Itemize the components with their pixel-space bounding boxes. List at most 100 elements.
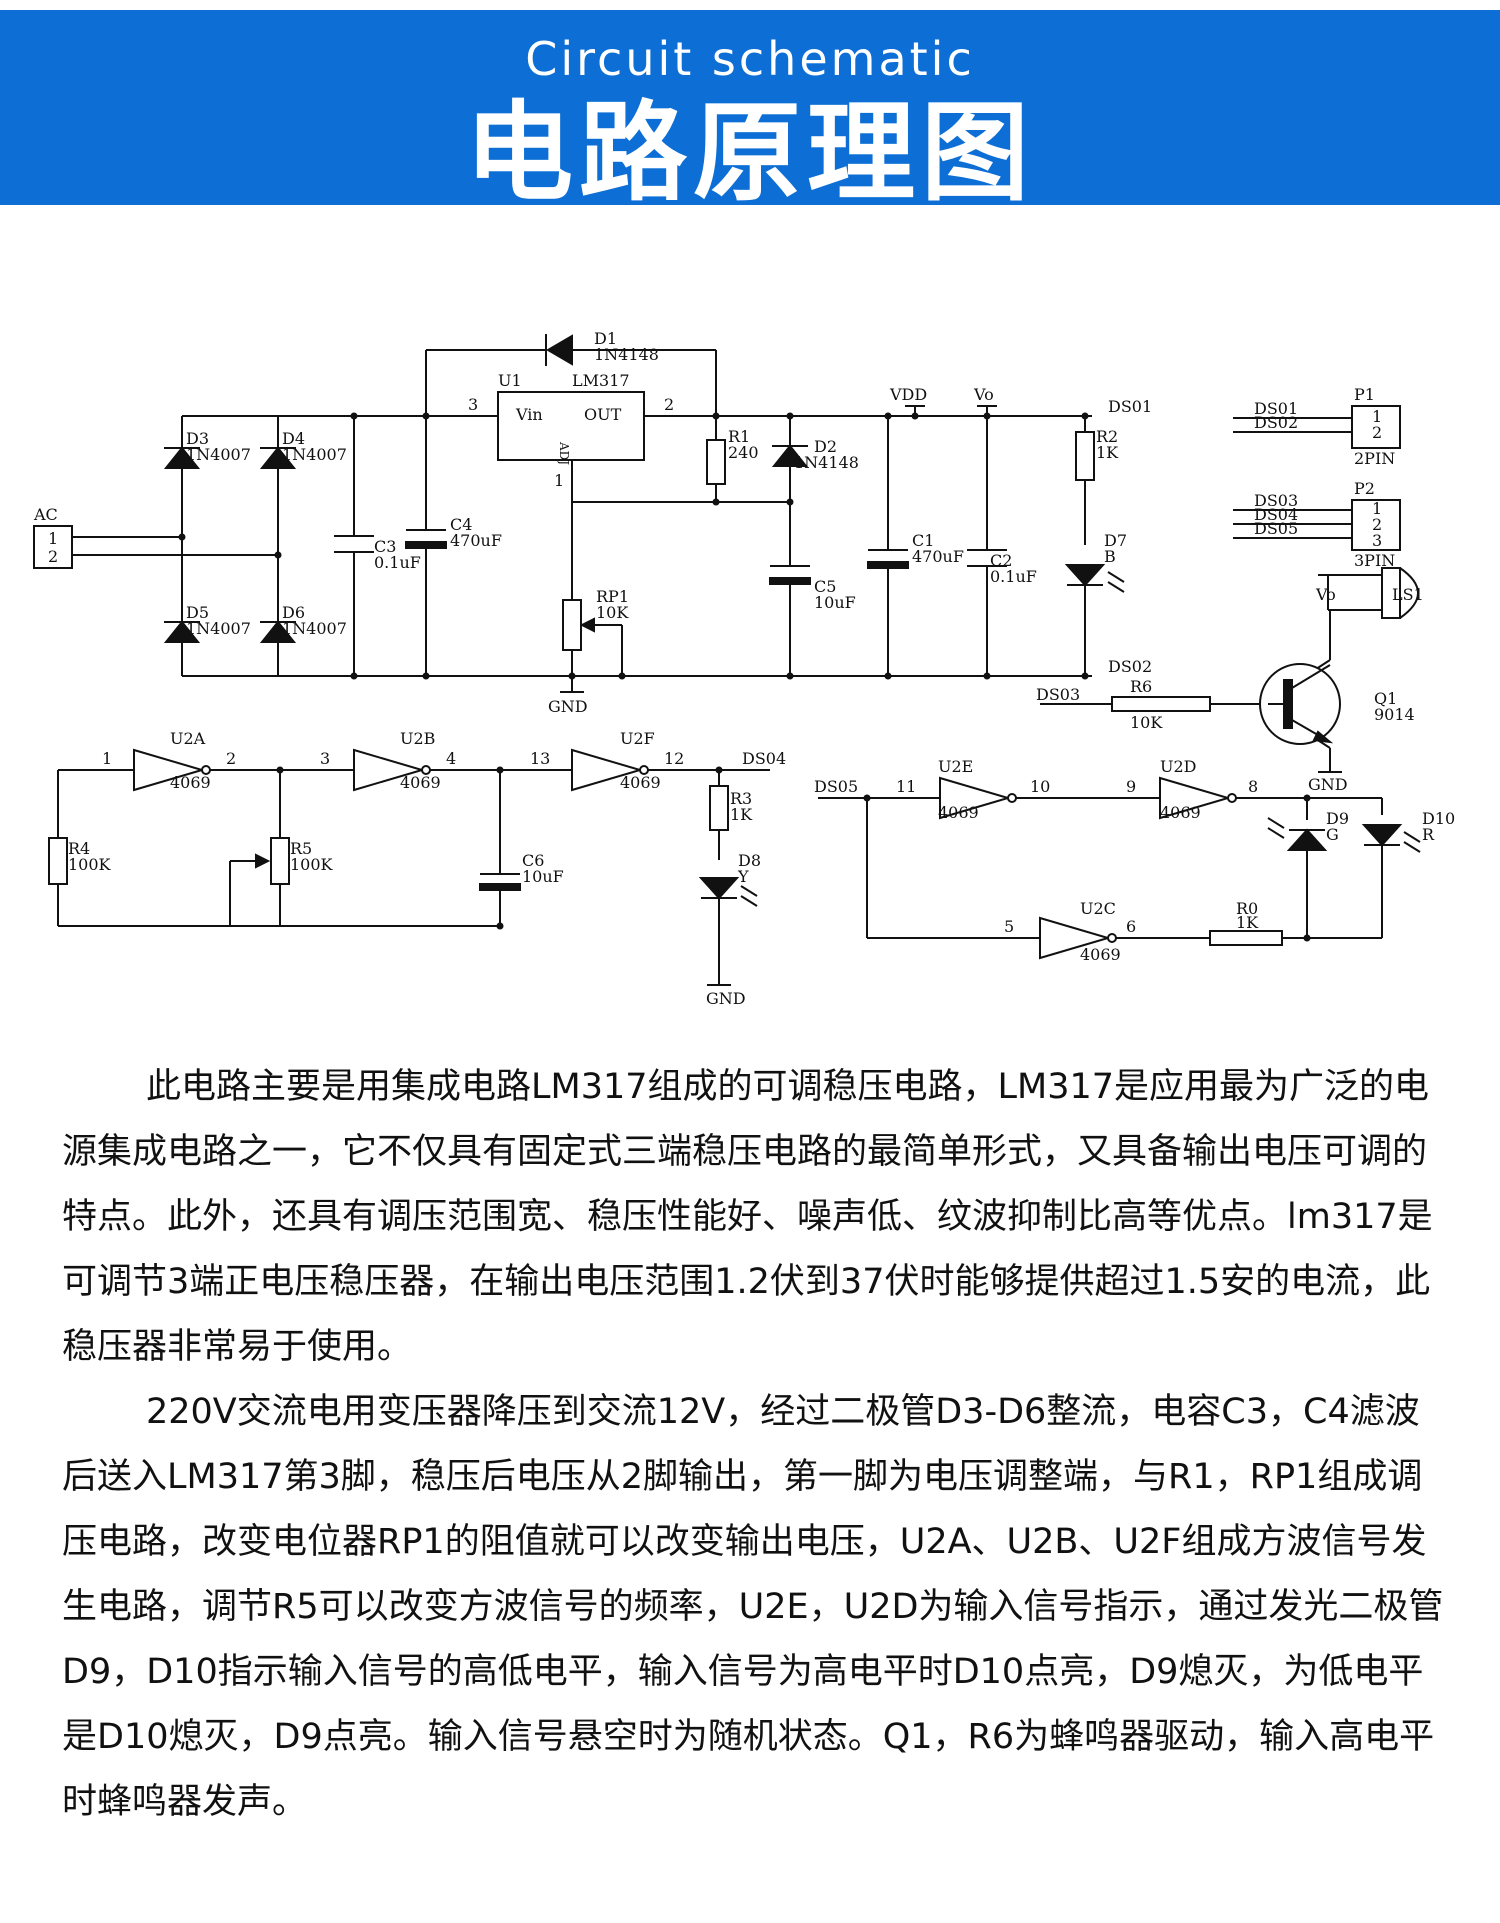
description: 此电路主要是用集成电路LM317组成的可调稳压电路，LM317是应用最为广泛的电…: [62, 1055, 1452, 1835]
schematic-label: C5: [814, 577, 836, 596]
schematic-label: B: [1104, 547, 1116, 566]
schematic-label: R5: [290, 839, 312, 858]
schematic-label: R: [1422, 825, 1435, 844]
schematic-label: U2C: [1080, 899, 1116, 918]
schematic-label: 100K: [290, 855, 334, 874]
description-paragraph: 此电路主要是用集成电路LM317组成的可调稳压电路，LM317是应用最为广泛的电…: [62, 1067, 1433, 1367]
schematic-label: D2: [814, 437, 837, 456]
schematic-label: 10K: [1130, 713, 1163, 732]
schematic-label: Vo: [1315, 585, 1336, 604]
schematic-label: 3PIN: [1354, 551, 1395, 570]
schematic-label: U1: [498, 371, 522, 390]
schematic-label: C6: [522, 851, 544, 870]
schematic-label: 1: [48, 529, 58, 548]
schematic-label: 2: [48, 547, 58, 566]
schematic-label: GND: [548, 697, 588, 716]
schematic-label: 100K: [68, 855, 112, 874]
schematic-label: 4069: [170, 773, 211, 792]
schematic-label: DS01: [1254, 399, 1298, 418]
schematic-label: C1: [912, 531, 934, 550]
schematic-label: D5: [186, 603, 209, 622]
schematic-label: P1: [1354, 385, 1375, 404]
schematic-label: DS04: [742, 749, 786, 768]
schematic-label: Vo: [973, 385, 994, 404]
schematic-label: 11: [896, 777, 916, 796]
schematic-label: 6: [1126, 917, 1136, 936]
schematic-label: R3: [730, 789, 752, 808]
schematic-label: D10: [1422, 809, 1455, 828]
schematic-label: RP1: [596, 587, 629, 606]
schematic-label: 2: [664, 395, 674, 414]
description-paragraph: 220V交流电用变压器降压到交流12V，经过二极管D3-D6整流，电容C3，C4…: [62, 1392, 1444, 1822]
schematic-label: 10uF: [814, 593, 856, 612]
schematic-label: 10K: [596, 603, 629, 622]
schematic-label: 1N4007: [186, 619, 251, 638]
schematic-label: DS02: [1108, 657, 1152, 676]
schematic-label: 5: [1004, 917, 1014, 936]
header-banner: Circuit schematic 电路原理图: [0, 10, 1500, 214]
schematic-label: 0.1uF: [374, 553, 421, 572]
schematic-label: 10uF: [522, 867, 564, 886]
schematic-label: 2PIN: [1354, 449, 1395, 468]
schematic-label: G: [1326, 825, 1339, 844]
schematic-label: R6: [1130, 677, 1152, 696]
schematic-label: C2: [990, 551, 1012, 570]
schematic-label: DS05: [814, 777, 858, 796]
schematic-label: 1K: [730, 805, 753, 824]
schematic-label: GND: [706, 989, 746, 1008]
schematic-label: 240: [728, 443, 759, 462]
schematic-label: C3: [374, 537, 396, 556]
schematic-label: 4069: [1160, 803, 1201, 822]
schematic-label: 4069: [938, 803, 979, 822]
schematic-label: R0: [1236, 899, 1258, 918]
schematic-label: R2: [1096, 427, 1118, 446]
schematic-label: LS1: [1392, 585, 1424, 604]
schematic-label: 3: [320, 749, 330, 768]
schematic-label: 1N4007: [282, 619, 347, 638]
schematic-label: 8: [1248, 777, 1258, 796]
schematic-label: 9: [1126, 777, 1136, 796]
schematic-label: 0.1uF: [990, 567, 1037, 586]
schematic-label: VDD: [889, 385, 927, 404]
schematic-label: U2A: [170, 729, 206, 748]
schematic-label: 4069: [620, 773, 661, 792]
title-chinese: 电路原理图: [464, 91, 1035, 216]
schematic-label: GND: [1308, 775, 1348, 794]
schematic-label: 470uF: [912, 547, 964, 566]
schematic-label: R1: [728, 427, 750, 446]
schematic-label: 12: [664, 749, 684, 768]
schematic-label: D6: [282, 603, 305, 622]
schematic-label: DS02: [1254, 413, 1298, 432]
schematic-label: DS04: [1254, 505, 1298, 524]
schematic-label: Y: [737, 867, 749, 886]
circuit-schematic: AC 1 2 D1 1N4148 U1 LM317 Vin OUT ADJ 3 …: [33, 329, 1455, 1008]
schematic-label: 1: [1372, 407, 1382, 426]
schematic-label: Q1: [1374, 689, 1397, 708]
schematic-label: C4: [450, 515, 472, 534]
schematic-label: AC: [33, 505, 58, 524]
schematic-label: 2: [1372, 423, 1382, 442]
schematic-label: 3: [1372, 531, 1382, 550]
schematic-label: 4069: [1080, 945, 1121, 964]
schematic-label: D4: [282, 429, 305, 448]
schematic-label: R4: [68, 839, 90, 858]
schematic-label: D8: [738, 851, 761, 870]
schematic-label: DS03: [1254, 491, 1298, 510]
schematic-label: 2: [1372, 515, 1382, 534]
schematic-label: U2E: [938, 757, 973, 776]
schematic-label: 1N4148: [594, 345, 659, 364]
schematic-label: P2: [1354, 479, 1375, 498]
schematic-label: 2: [226, 749, 236, 768]
schematic-label: 1N4007: [186, 445, 251, 464]
schematic-label: D1: [594, 329, 617, 348]
schematic-label: 1N4148: [794, 453, 859, 472]
schematic-label: 1: [554, 471, 564, 490]
schematic-label: DS05: [1254, 519, 1298, 538]
schematic-label: D9: [1326, 809, 1349, 828]
schematic-label: ADJ: [557, 441, 571, 465]
schematic-label: 1: [1372, 499, 1382, 518]
schematic-label: 9014: [1374, 705, 1415, 724]
schematic-label: D3: [186, 429, 209, 448]
schematic-label: 13: [530, 749, 550, 768]
title-english: Circuit schematic: [525, 32, 975, 86]
